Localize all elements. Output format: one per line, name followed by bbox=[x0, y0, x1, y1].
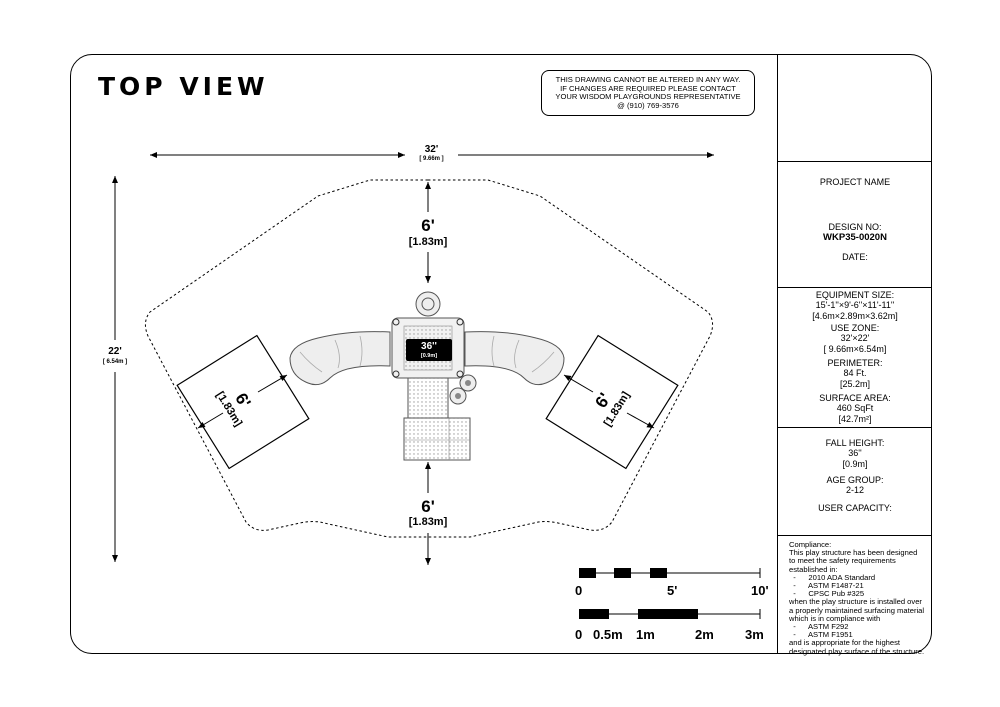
bottom-clearance-ft: 6' bbox=[421, 497, 435, 516]
alteration-notice: THIS DRAWING CANNOT BE ALTERED IN ANY WA… bbox=[541, 70, 755, 116]
scale-m-2: 2m bbox=[695, 627, 714, 642]
scale-m-05: 0.5m bbox=[593, 627, 623, 642]
design-no-label: DESIGN NO: bbox=[828, 222, 882, 232]
scale-m-0: 0 bbox=[575, 627, 583, 642]
perimeter: 84 Ft. bbox=[843, 368, 867, 378]
top-clearance-ft: 6' bbox=[421, 216, 435, 235]
title-block-rule bbox=[777, 287, 932, 288]
compliance-line: a properly maintained surfacing material bbox=[789, 605, 925, 615]
age-group-label: AGE GROUP: bbox=[826, 475, 884, 485]
left-tube-slide bbox=[289, 331, 391, 386]
surface-area-m: [42.7m²] bbox=[838, 414, 872, 424]
height-dimension-m: [ 6.54m ] bbox=[102, 359, 128, 365]
equipment-size: 15'-1''×9'-6''×11'-11'' bbox=[815, 300, 895, 310]
width-dimension-m: [ 9.66m ] bbox=[419, 156, 444, 162]
deck-height-in: 36'' bbox=[421, 341, 437, 352]
compliance-line: This play structure has been designed bbox=[789, 548, 918, 558]
scale-ft-0: 0 bbox=[575, 583, 583, 598]
compliance-line: to meet the safety requirements bbox=[789, 556, 896, 566]
roof-finial bbox=[415, 291, 441, 317]
user-capacity-label: USER CAPACITY: bbox=[818, 503, 892, 513]
title-block-rule bbox=[777, 535, 932, 536]
title-block-rule bbox=[777, 161, 932, 162]
notice-line: THIS DRAWING CANNOT BE ALTERED IN ANY WA… bbox=[555, 75, 741, 84]
perimeter-label: PERIMETER: bbox=[827, 358, 883, 368]
deck-height-m: [0.9m] bbox=[420, 353, 438, 359]
compliance-notes: Compliance: This play structure has been… bbox=[789, 540, 934, 656]
view-title: TOP VIEW bbox=[98, 72, 269, 101]
compliance-line: designated play surface of the structure… bbox=[789, 646, 925, 656]
compliance-line: - ASTM F1951 bbox=[789, 630, 853, 640]
date-label: DATE: bbox=[842, 252, 868, 262]
access-ramp bbox=[407, 377, 449, 419]
use-zone-outline bbox=[144, 179, 714, 538]
feet-scale-bar bbox=[579, 568, 761, 578]
compliance-line: - CPSC Pub #325 bbox=[789, 589, 865, 599]
fall-height-label: FALL HEIGHT: bbox=[825, 438, 885, 448]
compliance-line: established in: bbox=[789, 564, 838, 574]
notice-line: IF CHANGES ARE REQUIRED PLEASE CONTACT bbox=[560, 83, 736, 93]
scale-m-3: 3m bbox=[745, 627, 764, 642]
surface-area: 460 SqFt bbox=[836, 403, 874, 413]
design-no: WKP35-0020N bbox=[823, 232, 887, 243]
scale-ft-5: 5' bbox=[667, 583, 678, 598]
compliance-line: - ASTM F1487-21 bbox=[789, 581, 864, 591]
fall-height: 36'' bbox=[848, 448, 862, 458]
compliance-line: - ASTM F292 bbox=[789, 622, 849, 632]
width-dimension-ft: 32' bbox=[424, 144, 439, 155]
compliance-line: - 2010 ADA Standard bbox=[789, 572, 876, 582]
deck-height-tag bbox=[406, 339, 452, 361]
compliance-line: which is in compliance with bbox=[789, 613, 881, 623]
equipment-size-label: EQUIPMENT SIZE: bbox=[815, 290, 895, 300]
fall-height-m: [0.9m] bbox=[842, 459, 868, 469]
compliance-line: and is appropriate for the highest bbox=[789, 638, 901, 648]
notice-line: @ (910) 769-3576 bbox=[617, 100, 679, 110]
use-zone-m: [ 9.66m×6.54m] bbox=[823, 344, 887, 354]
equipment-size-m: [4.6m×2.89m×3.62m] bbox=[812, 311, 898, 321]
title-block-rule bbox=[777, 427, 932, 428]
age-group: 2-12 bbox=[845, 485, 864, 495]
use-zone: 32'×22' bbox=[840, 333, 870, 343]
compliance-line: Compliance: bbox=[789, 540, 832, 549]
drawing-frame bbox=[70, 54, 932, 654]
compliance-line: when the play structure is installed ove… bbox=[789, 597, 922, 607]
use-zone-label: USE ZONE: bbox=[830, 323, 880, 333]
title-block-divider bbox=[777, 54, 778, 654]
height-dimension-ft: 22' bbox=[108, 346, 122, 357]
surface-area-label: SURFACE AREA: bbox=[819, 393, 891, 403]
top-clearance-m: [1.83m] bbox=[408, 236, 448, 248]
scale-ft-10: 10' bbox=[751, 583, 769, 598]
metric-scale-bar bbox=[579, 609, 761, 619]
notice-line: YOUR WISDOM PLAYGROUNDS REPRESENTATIVE bbox=[555, 92, 741, 102]
project-name: PROJECT NAME bbox=[819, 177, 891, 187]
scale-m-1: 1m bbox=[636, 627, 655, 642]
perimeter-m: [25.2m] bbox=[839, 379, 870, 389]
bottom-clearance-m: [1.83m] bbox=[408, 516, 448, 528]
